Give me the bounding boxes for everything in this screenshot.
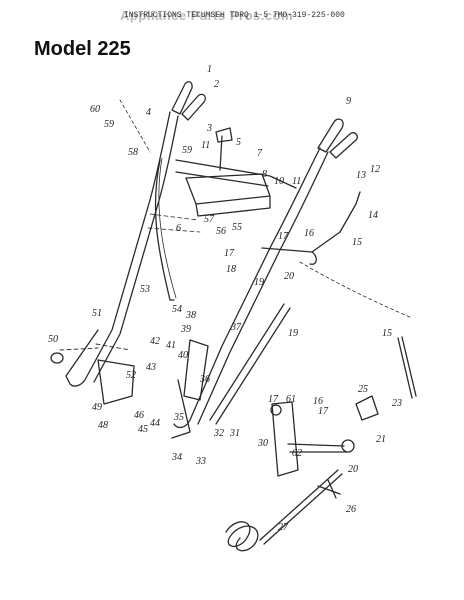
callout-39: 39 (180, 324, 191, 335)
callout-6: 6 (176, 223, 181, 234)
auger-shaft (287, 443, 345, 447)
throttle-lever (215, 127, 233, 171)
callout-9: 9 (346, 96, 351, 107)
callout-41: 41 (166, 340, 176, 351)
callout-15b: 15 (382, 328, 392, 339)
callout-5: 5 (236, 137, 241, 148)
callout-42: 42 (150, 336, 160, 347)
callout-20a: 20 (284, 271, 294, 282)
callout-16a: 16 (304, 228, 314, 239)
callout-17c: 17 (318, 406, 329, 417)
document-reference: INSTRUCTIONS TECUMSEH TORQ 1-5 TMO-319-2… (124, 11, 345, 20)
watermark: Appliance Parts Pros.com (120, 8, 294, 23)
callout-7: 7 (257, 148, 263, 159)
callout-49: 49 (92, 402, 102, 413)
lower-arm (209, 303, 291, 425)
callout-48: 48 (98, 420, 108, 431)
front-bracket (97, 359, 135, 405)
right-handle-grip (317, 118, 344, 153)
callout-4: 4 (146, 107, 151, 118)
callout-62: 62 (292, 448, 302, 459)
callout-60: 60 (90, 104, 100, 115)
auger-rod (259, 469, 343, 545)
callout-3: 3 (206, 123, 212, 134)
cross-brace (175, 159, 297, 189)
callout-58: 58 (128, 147, 138, 158)
left-handle-tube (65, 111, 171, 387)
callout-19a: 19 (254, 277, 264, 288)
callout-1: 1 (207, 64, 212, 75)
callout-51: 51 (92, 308, 102, 319)
callout-40: 40 (178, 350, 188, 361)
callout-20b: 20 (348, 464, 358, 475)
callout-38: 38 (185, 310, 196, 321)
callout-57: 57 (204, 214, 215, 225)
page-header: Appliance Parts Pros.com INSTRUCTIONS TE… (120, 8, 460, 26)
callout-32: 32 (213, 428, 224, 439)
clutch-linkage (183, 339, 209, 401)
callout-61: 61 (286, 394, 296, 405)
callout-27: 27 (278, 522, 289, 533)
callout-19b: 19 (288, 328, 298, 339)
callout-15a: 15 (352, 237, 362, 248)
callout-52: 52 (126, 370, 136, 381)
callout-25: 25 (358, 384, 368, 395)
callout-35: 35 (173, 412, 184, 423)
right-handle-tube (173, 147, 321, 429)
callout-45: 45 (138, 424, 148, 435)
callout-56: 56 (216, 226, 226, 237)
callout-53: 53 (140, 284, 150, 295)
knob (50, 352, 64, 364)
callout-59a: 59 (104, 119, 114, 130)
callout-44: 44 (150, 418, 160, 429)
callout-11b: 11 (292, 176, 301, 187)
auger-arm (271, 401, 299, 477)
callout-18: 18 (226, 264, 236, 275)
shift-rod (261, 191, 361, 253)
callout-21: 21 (376, 434, 386, 445)
callout-11a: 11 (201, 140, 210, 151)
left-handle-grip (171, 81, 193, 115)
control-cable (154, 159, 175, 301)
callout-17a: 17 (278, 231, 289, 242)
callout-23: 23 (392, 398, 402, 409)
rod-15 (397, 336, 417, 399)
callout-37: 37 (230, 322, 242, 333)
callout-14: 14 (368, 210, 378, 221)
callout-13: 13 (356, 170, 366, 181)
callout-33: 33 (195, 456, 206, 467)
callout-31: 31 (229, 428, 240, 439)
callout-30: 30 (257, 438, 268, 449)
callout-8: 8 (262, 169, 267, 180)
callout-12: 12 (370, 164, 380, 175)
callout-17b: 17 (224, 248, 235, 259)
callout-17d: 17 (268, 394, 279, 405)
callout-26: 26 (346, 504, 356, 515)
callout-36: 36 (199, 374, 210, 385)
callout-50: 50 (48, 334, 58, 345)
auger-spiral (225, 521, 259, 552)
callout-10: 10 (274, 176, 284, 187)
callout-46: 46 (134, 410, 144, 421)
bracket-21 (355, 395, 379, 421)
callout-16b: 16 (313, 396, 323, 407)
callout-55: 55 (232, 222, 242, 233)
callout-54: 54 (172, 304, 182, 315)
callout-43: 43 (146, 362, 156, 373)
callout-34: 34 (171, 452, 182, 463)
callout-59b: 59 (182, 145, 192, 156)
control-panel (185, 173, 271, 205)
callout-2: 2 (214, 79, 219, 90)
page-title: Model 225 (34, 38, 131, 60)
